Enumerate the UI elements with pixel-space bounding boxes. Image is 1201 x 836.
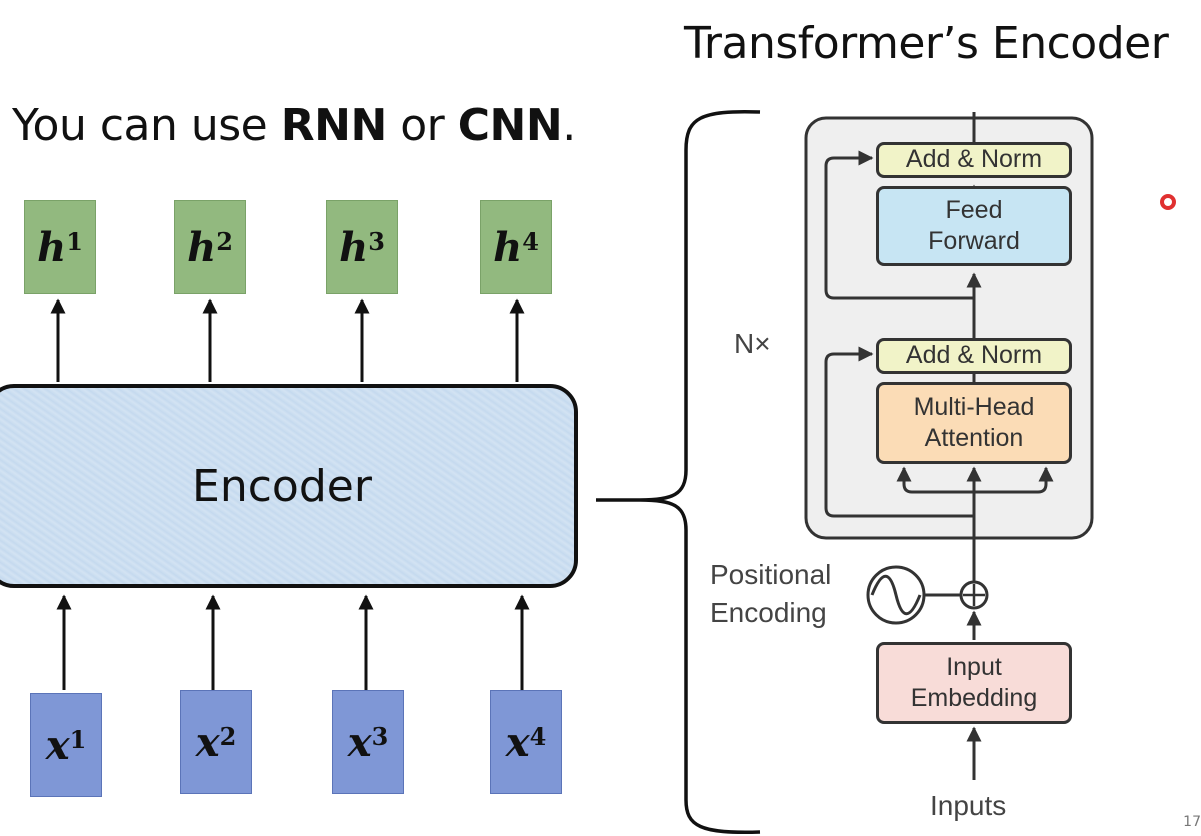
sine-wave [870,574,922,616]
positional-label-line2: Encoding [710,596,827,628]
add-norm-bottom: Add & Norm [876,338,1072,374]
residual-ff [824,150,974,300]
output-h3-base: h [339,223,369,271]
multi-head-line1: Multi-Head [913,392,1035,421]
positional-encoding-label: Positional Encoding [710,556,831,632]
subtitle-prefix: You can use [12,100,281,151]
input-x1-sup: 1 [69,724,87,754]
inputs-label: Inputs [930,790,1007,821]
input-x3-base: x [347,718,372,766]
feed-forward-block: Feed Forward [876,186,1072,266]
encoder-label: Encoder [192,460,372,512]
subtitle-middle: or [386,100,458,151]
input-embedding-line2: Embedding [910,684,1038,712]
positional-label-line1: Positional [710,559,832,590]
input-x1-base: x [45,721,70,769]
laser-pointer-dot [1160,194,1176,210]
nx-label: N× [734,328,771,359]
input-x2-base: x [195,718,220,766]
add-norm-top-label: Add & Norm [905,145,1043,174]
output-h4-sup: 4 [522,226,539,256]
feed-forward-line2: Forward [928,227,1020,255]
output-h1-base: h [37,223,67,271]
input-x4-sup: 4 [529,721,547,751]
curly-brace [596,109,761,835]
subtitle-cnn: CNN [457,100,563,151]
output-h1-sup: 1 [66,226,83,256]
slide-title: Transformer’s Encoder [684,18,1169,69]
attention-branch-left [896,466,974,494]
input-embedding-line1: Input [946,652,1002,681]
residual-mha [824,346,974,518]
page-number: 17 [1183,814,1201,830]
feed-forward-line1: Feed [945,195,1003,224]
add-norm-top: Add & Norm [876,142,1072,178]
output-h2-sup: 2 [216,226,233,256]
encoder-layer-box [804,116,1094,540]
multi-head-attention-block: Multi-Head Attention [876,382,1072,464]
subtitle-suffix: . [562,100,576,151]
encoder-block: Encoder [0,384,578,588]
subtitle: You can use RNN or CNN. [12,100,576,151]
multi-head-line2: Attention [924,424,1024,452]
subtitle-rnn: RNN [280,100,388,151]
attention-branch-right [974,466,1054,494]
input-x4-base: x [505,718,530,766]
output-h3-sup: 3 [368,226,385,256]
output-h4-base: h [493,223,523,271]
input-x3-sup: 3 [371,721,389,751]
input-x2-sup: 2 [219,721,237,751]
add-norm-bottom-label: Add & Norm [905,341,1043,370]
input-embedding-block: Input Embedding [876,642,1072,724]
output-h2-base: h [187,223,217,271]
